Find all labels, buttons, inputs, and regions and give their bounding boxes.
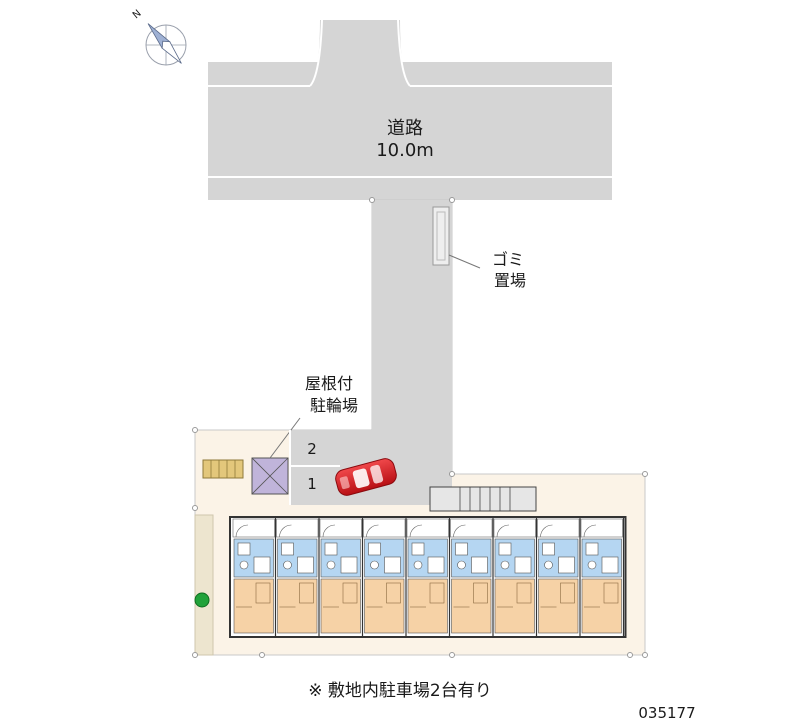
parking-spaces: 2 1 — [289, 430, 397, 505]
parking-space-number: 1 — [307, 475, 317, 493]
apartment-unit — [276, 517, 320, 637]
parking-space-number: 2 — [307, 440, 317, 458]
bike-label-1: 屋根付 — [305, 374, 353, 393]
apartment-building — [229, 516, 627, 638]
apartment-unit — [232, 517, 277, 637]
apartment-unit — [580, 517, 625, 637]
garbage-label-2: 置場 — [494, 271, 526, 290]
road-width: 10.0m — [376, 140, 434, 161]
road: 道路 10.0m — [208, 19, 612, 200]
stairs — [429, 486, 537, 512]
apartment-unit — [450, 517, 494, 637]
garbage-label-1: ゴミ — [492, 250, 524, 269]
apartment-unit — [493, 517, 538, 637]
apartment-unit — [319, 517, 364, 637]
car-icon — [335, 458, 397, 496]
apartment-unit — [363, 517, 407, 637]
bike-parking: 屋根付 駐輪場 — [202, 374, 358, 495]
parking-note: ※ 敷地内駐車場2台有り — [308, 681, 491, 701]
property-code: 035177 — [638, 704, 695, 722]
compass-north-label: N — [131, 8, 144, 21]
bike-label-2: 駐輪場 — [310, 396, 358, 415]
apartment-unit — [406, 517, 451, 637]
garbage-area: ゴミ 置場 — [432, 206, 526, 290]
apartment-unit — [537, 517, 581, 637]
tree-icon — [194, 592, 210, 608]
compass-icon: N — [131, 8, 187, 66]
road-name: 道路 — [387, 118, 423, 139]
